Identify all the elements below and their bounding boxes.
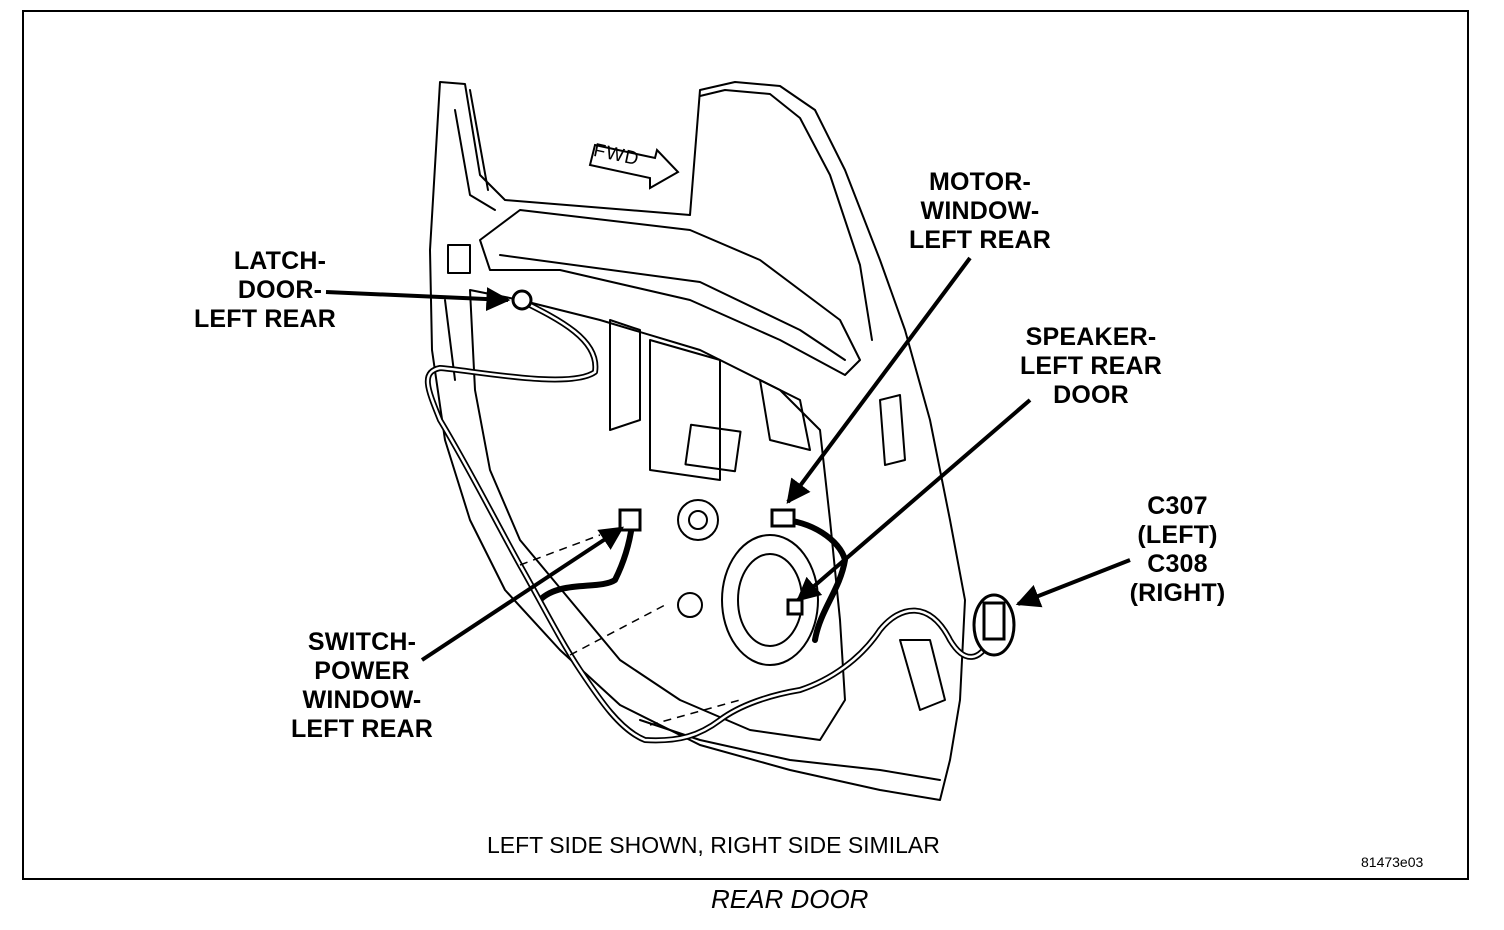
motor-housing: [684, 423, 742, 473]
figure-id: 81473e03: [1361, 854, 1424, 870]
door-outer-shell: [429, 81, 966, 801]
motor-connector: [770, 508, 796, 528]
side-note: LEFT SIDE SHOWN, RIGHT SIDE SIMILAR: [487, 832, 940, 858]
connector-leader: [1015, 558, 1131, 608]
motor-label: MOTOR- WINDOW- LEFT REAR: [908, 168, 1052, 254]
inner-panel: [469, 289, 846, 741]
latch-leader: [325, 287, 511, 312]
diagram-frame: [22, 10, 1469, 880]
speaker-label: SPEAKER- LEFT REAR DOOR: [1019, 323, 1163, 409]
window-regulator: [609, 319, 641, 431]
latch-label: LATCH- DOOR- LEFT REAR: [193, 247, 337, 333]
figure-title: REAR DOOR: [711, 884, 869, 914]
speaker-connector: [786, 598, 804, 616]
motor-leader: [786, 256, 972, 504]
window-frame: [469, 89, 873, 341]
switch-connector: [618, 508, 642, 532]
fwd-arrow: [588, 143, 680, 190]
latch-connector: [511, 289, 533, 311]
connector-label: C307 (LEFT) C308 (RIGHT): [1129, 492, 1226, 607]
switch-leader: [420, 526, 625, 662]
latch-body: [447, 244, 471, 274]
switch-label: SWITCH- POWER WINDOW- LEFT REAR: [290, 628, 434, 743]
belt-rail: [479, 209, 861, 376]
speaker-leader: [796, 398, 1032, 602]
